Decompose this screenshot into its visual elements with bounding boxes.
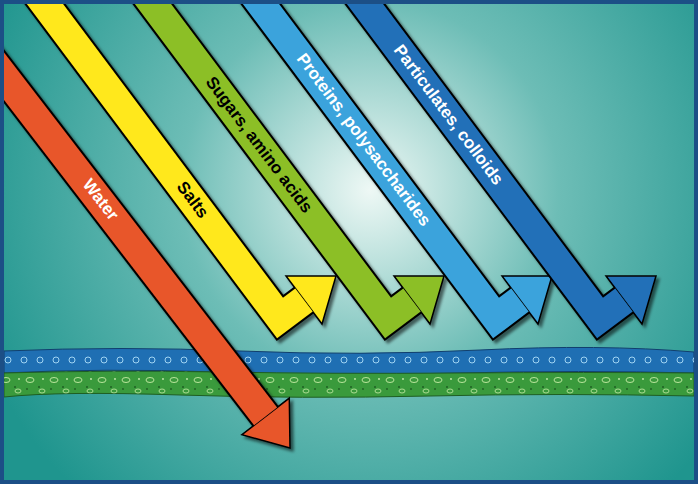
particulates-arrow [347,0,656,324]
membrane-support-layer [4,371,694,397]
membrane [4,347,694,397]
proteins-arrow [243,0,552,324]
arrows [0,0,656,448]
water-arrow [0,45,290,448]
membrane-top-layer [4,347,694,374]
membrane-pores [4,347,694,374]
membrane-texture [4,371,694,397]
